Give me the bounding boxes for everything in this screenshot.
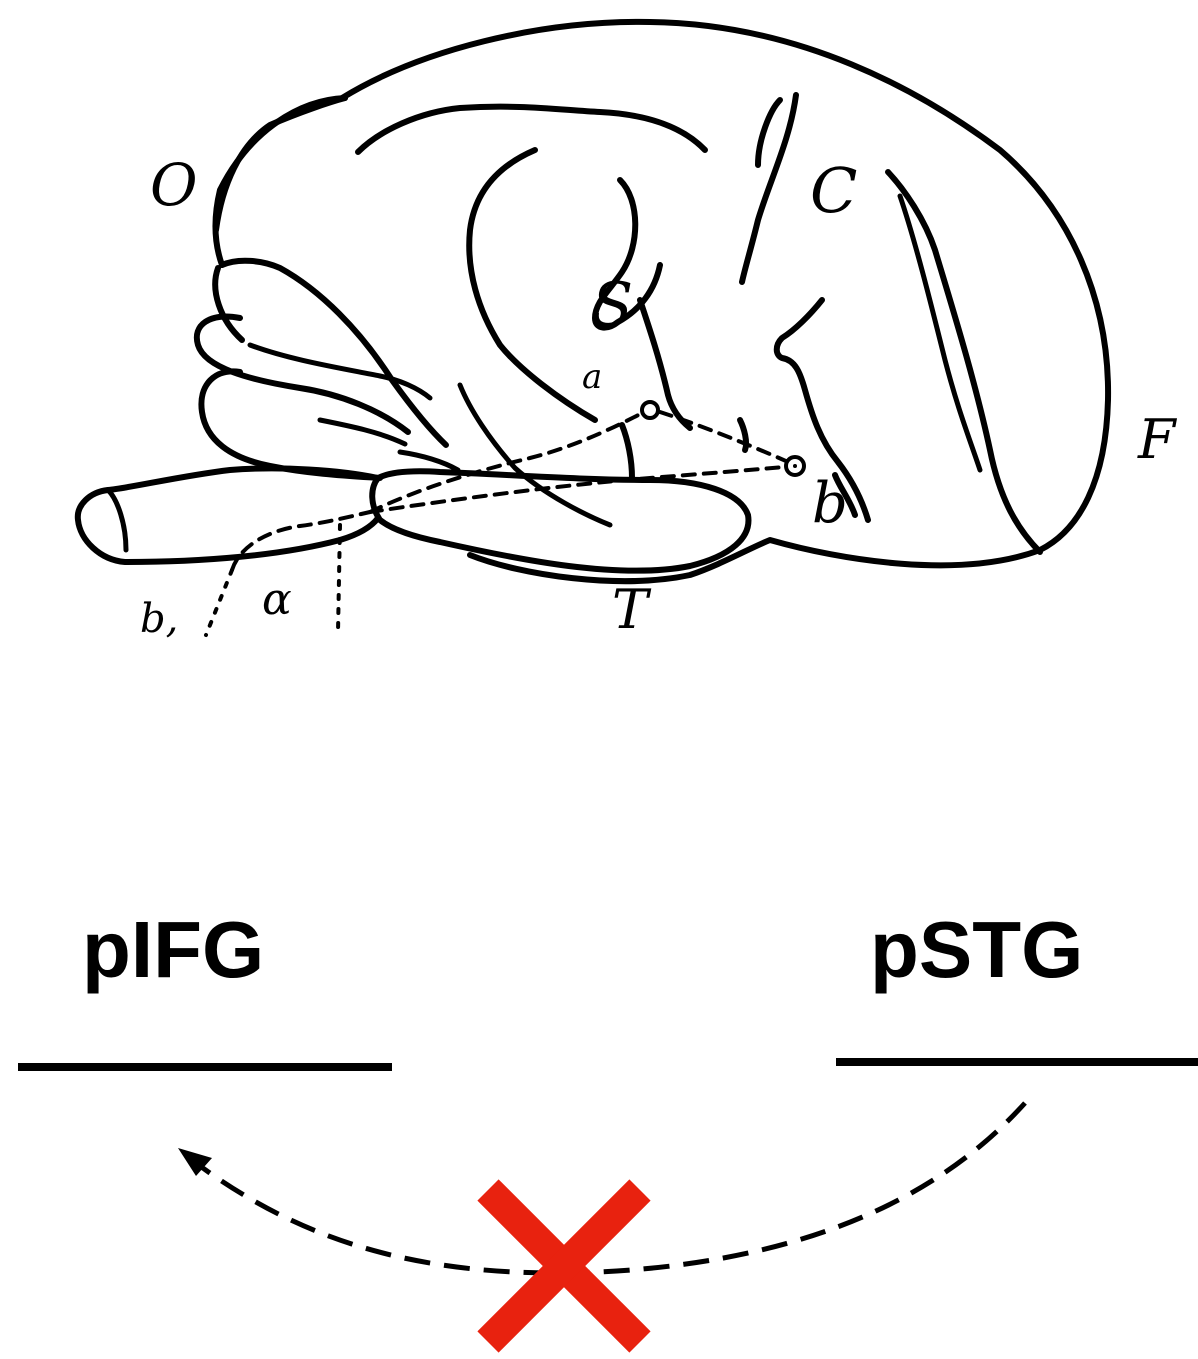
cross-icon: [488, 1190, 640, 1342]
dashed-arrow-path: [196, 1103, 1025, 1273]
